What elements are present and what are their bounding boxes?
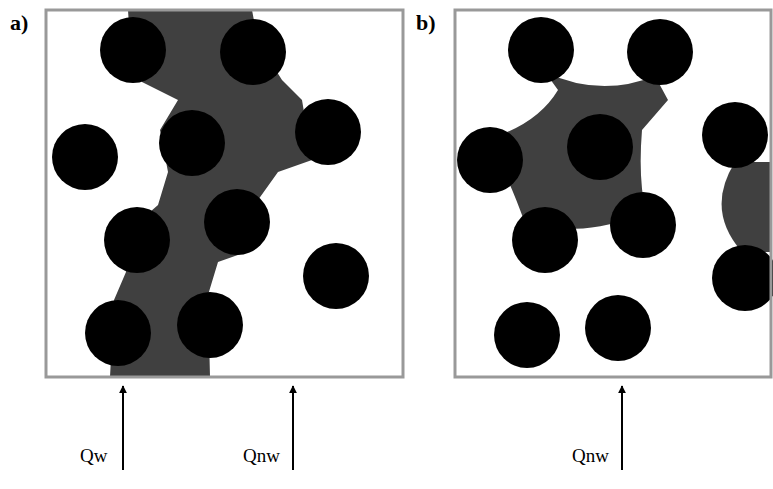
panel-letter: b) <box>416 12 436 34</box>
flow-label: Qnw <box>243 446 280 465</box>
flow-arrow <box>292 386 294 470</box>
flow-arrow <box>621 386 623 470</box>
flow-label: Qw <box>80 446 107 465</box>
flow-label: Qnw <box>572 446 609 465</box>
grain-group <box>457 17 773 368</box>
fluid-region <box>722 162 770 252</box>
grain-group <box>52 17 369 366</box>
flow-arrow <box>122 386 124 470</box>
panel-frame <box>46 10 403 377</box>
panel-letter: a) <box>10 12 28 34</box>
panel-frame <box>455 10 771 377</box>
